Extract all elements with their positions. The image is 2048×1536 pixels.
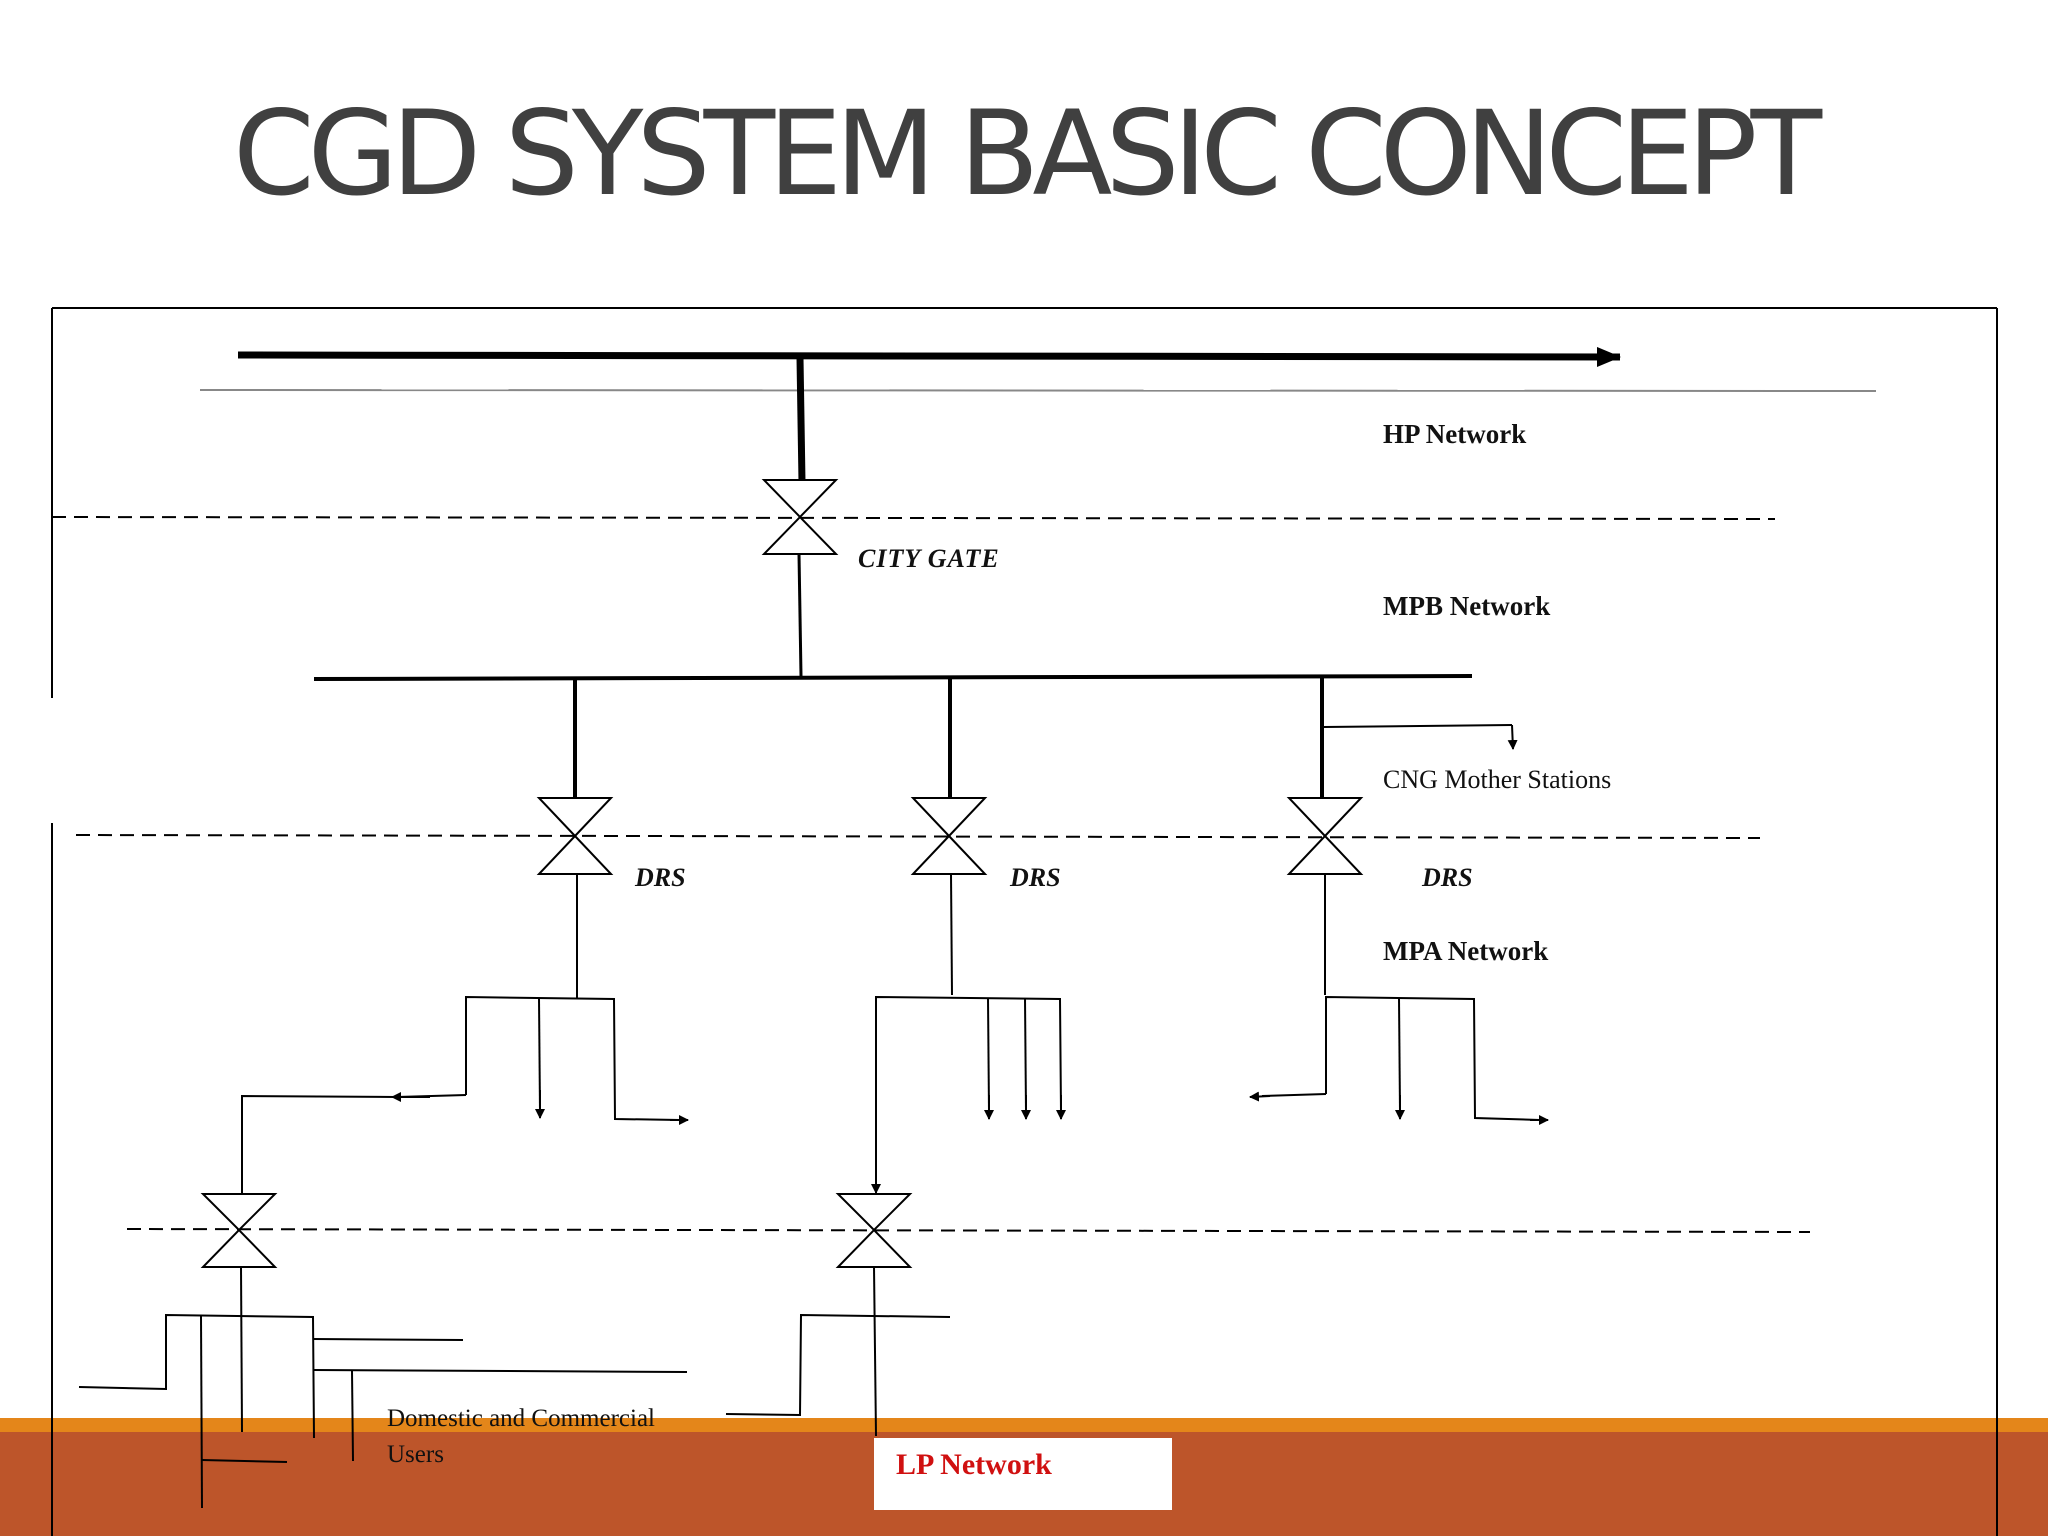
mpa-network-label: MPA Network [1383,936,1548,966]
drs-valve-2-icon [910,797,988,875]
mpa-branch-2-arrows [871,1095,1066,1194]
hp-network-label: HP Network [1383,419,1526,449]
hp-to-citygate-line [796,357,806,483]
citygate-to-mpb-line [797,553,803,677]
lp-branch-1 [78,1266,688,1509]
hp-separator-line [199,389,1877,392]
cng-arrow-line [1507,724,1518,750]
mpa-branch-1-arrows [391,1090,689,1125]
domestic-users-label-line2: Users [387,1441,444,1468]
drs-valve-3-icon [1286,797,1364,875]
lp-network-label: LP Network [896,1448,1052,1481]
mpa-branch-3 [1261,874,1541,1121]
mpa-branch-2 [875,873,1062,1182]
cng-mother-stations-label: CNG Mother Stations [1383,765,1611,794]
drs-label-2: DRS [1009,863,1061,892]
drs-label-3: DRS [1421,863,1473,892]
lp-network-box [874,1438,1172,1510]
mpa-branch-1 [241,874,681,1194]
footer-accent-stripe [0,1418,2048,1432]
lp-valve-1-icon [200,1193,278,1268]
pressure-boundary-lines [51,516,1811,1233]
hp-trunk-line [237,346,1621,367]
mpa-branch-3-arrows [1249,1091,1549,1125]
diagram-frame [51,307,1998,1536]
cng-branch-line [1323,724,1513,728]
mpb-drop-lines [573,677,1324,798]
lp-branch-2 [725,1266,951,1437]
mpb-network-label: MPB Network [1383,591,1550,621]
drs-label-1: DRS [634,863,686,892]
mpb-header-line [313,674,1473,681]
city-gate-label: CITY GATE [858,544,1000,573]
domestic-users-label-line1: Domestic and Commercial [387,1405,655,1432]
slide-title: CGD SYSTEM BASIC CONCEPT [232,85,1822,222]
drs-valve-1-icon [536,797,614,875]
